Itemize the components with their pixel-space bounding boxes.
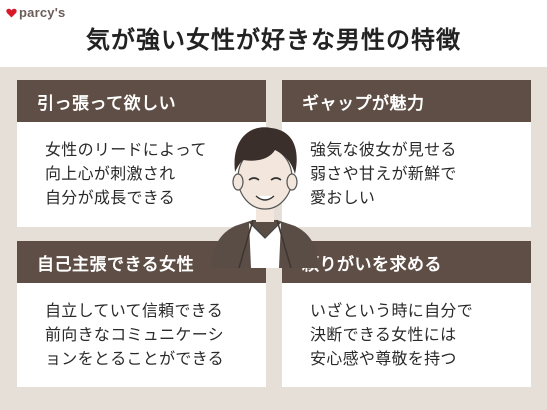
card-line: 女性のリードによって: [45, 140, 207, 159]
card-body: いざという時に自分で 決断できる女性には 安心感や尊敬を持つ: [282, 283, 531, 371]
card-line: 自立していて信頼できる: [45, 301, 224, 320]
card-pull-me: 引っ張って欲しい 女性のリードによって 向上心が刺激され 自分が成長できる: [17, 80, 266, 227]
title-bold: 男性の特徴: [336, 25, 461, 54]
card-line: 向上心が刺激され: [45, 164, 176, 183]
card-heading: 引っ張って欲しい: [17, 80, 266, 122]
card-line: 自分が成長できる: [45, 188, 176, 207]
card-reliability: 頼りがいを求める いざという時に自分で 決断できる女性には 安心感や尊敬を持つ: [282, 241, 531, 387]
heart-icon: [6, 8, 17, 18]
page-title: 気が強い女性が好きな男性の特徴: [0, 20, 547, 55]
card-body: 強気な彼女が見せる 弱さや甘えが新鮮で 愛おしい: [282, 122, 531, 210]
brand-name: parcy's: [19, 5, 66, 20]
title-regular: 気が強い女性が好きな: [86, 25, 336, 54]
card-line: いざという時に自分で: [310, 301, 474, 320]
card-line: 強気な彼女が見せる: [310, 140, 457, 159]
card-heading: 頼りがいを求める: [282, 241, 531, 283]
card-line: 前向きなコミュニケーシ: [45, 325, 224, 344]
card-body: 女性のリードによって 向上心が刺激され 自分が成長できる: [17, 122, 266, 210]
card-gap-charm: ギャップが魅力 強気な彼女が見せる 弱さや甘えが新鮮で 愛おしい: [282, 80, 531, 227]
man-illustration: [211, 127, 319, 268]
card-line: 決断できる女性には: [310, 325, 457, 344]
brand-logo[interactable]: parcy's: [6, 5, 65, 20]
card-line: 安心感や尊敬を持つ: [310, 349, 457, 368]
card-line: 弱さや甘えが新鮮で: [310, 164, 457, 183]
card-line: ョンをとることができる: [45, 349, 224, 368]
card-body: 自立していて信頼できる 前向きなコミュニケーシ ョンをとることができる: [17, 283, 266, 371]
card-line: 愛おしい: [310, 188, 376, 207]
card-heading: ギャップが魅力: [282, 80, 531, 122]
